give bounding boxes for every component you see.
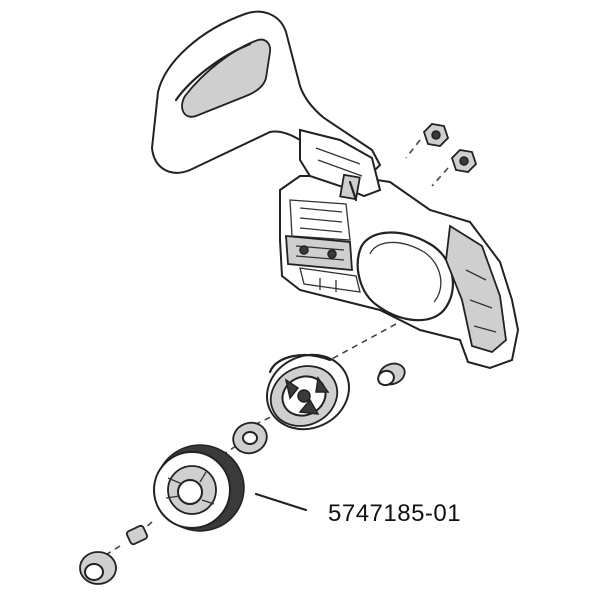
cover-nut-2 [450, 149, 478, 173]
cover-nut-1 [422, 123, 450, 147]
spacer-sleeve [125, 524, 149, 546]
nut-leader-2 [431, 167, 449, 187]
needle-bearing [377, 362, 406, 387]
drive-flange [79, 551, 117, 585]
part-leader-line [254, 492, 308, 512]
washer [232, 421, 268, 455]
clutch-cover-housing [150, 10, 520, 370]
nut-leader-1 [405, 139, 421, 159]
assembly-axis-line [103, 323, 397, 557]
sprocket-drum [153, 444, 245, 532]
clutch [266, 353, 350, 431]
part-number-label: 5747185-01 [328, 500, 462, 527]
